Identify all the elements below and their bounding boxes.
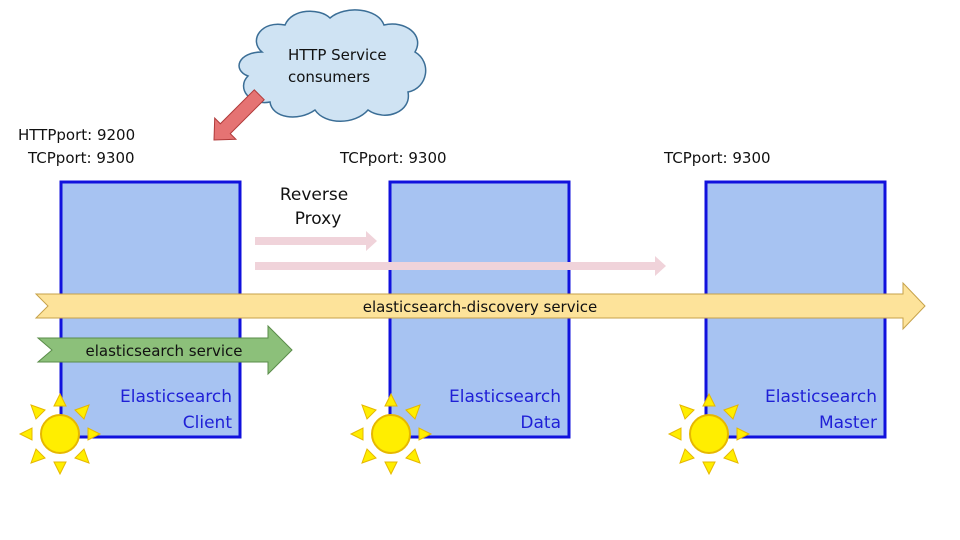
client-tcp-port-label: TCPport: 9300 [27,149,135,167]
proxy-arrow-to-master [255,256,666,276]
client-http-port-label: HTTPport: 9200 [18,126,135,144]
discovery-service-label: elasticsearch-discovery service [363,298,598,316]
reverse-proxy-label-line2: Proxy [295,209,342,229]
cloud-label-line1: HTTP Service [288,46,387,64]
client-sun-icon [18,392,102,476]
master-node-label-line2: Master [819,413,877,433]
cloud-label-line2: consumers [288,68,370,86]
http-consumers-cloud: HTTP Service consumers [238,9,427,122]
master-node-label-line1: Elasticsearch [765,387,877,407]
elasticsearch-service-label: elasticsearch service [85,342,242,360]
data-node-label-line1: Elasticsearch [449,387,561,407]
elasticsearch-service-arrow [36,324,293,376]
reverse-proxy-label-line1: Reverse [280,185,348,205]
proxy-arrow-to-data [255,231,377,251]
client-node-label-line1: Elasticsearch [120,387,232,407]
cloud-shape [238,9,427,122]
data-node-label-line2: Data [520,413,561,433]
client-node-label-line2: Client [183,413,233,433]
data-tcp-port-label: TCPport: 9300 [339,149,447,167]
discovery-service-arrow [34,281,926,331]
master-tcp-port-label: TCPport: 9300 [663,149,771,167]
master-sun-icon [667,392,751,476]
consumer-arrow [213,89,265,141]
data-sun-icon [349,392,433,476]
